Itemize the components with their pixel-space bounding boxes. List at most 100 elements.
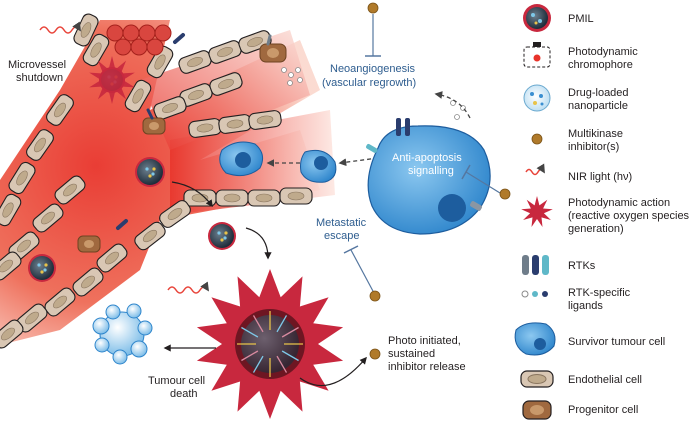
inhibitor-molecule-mid <box>369 290 381 302</box>
microvessel-label-2: shutdown <box>16 72 63 84</box>
legend-nanoparticle-label-1: Drug-loaded <box>568 87 629 99</box>
pmil-particle <box>208 222 236 250</box>
endothelial-cell <box>248 110 282 130</box>
neoangio-arrow <box>434 91 471 119</box>
legend-photodynamic-icon <box>521 196 553 227</box>
legend-chromophore-label-1: Photodynamic <box>568 46 638 58</box>
legend-multikinase-icon <box>531 133 543 145</box>
endothelial-cell <box>159 200 191 228</box>
metastatic-label-1: Metastatic <box>316 217 367 229</box>
pmil-particle <box>135 157 165 187</box>
endothelial-cell <box>247 189 281 207</box>
legend-nir-label: NIR light (hν) <box>568 171 632 183</box>
legend-chromophore-icon <box>523 42 551 68</box>
nir-light-wave-top <box>39 21 81 34</box>
antiapoptosis-label-1: Anti-apoptosis <box>392 152 462 164</box>
endothelial-cell <box>124 79 152 113</box>
endothelial-cell <box>32 203 64 233</box>
legend-pdt-label-3: generation) <box>568 223 624 235</box>
death-label-2: death <box>170 388 198 400</box>
legend-rtks-icon <box>522 255 549 275</box>
endothelial-cell <box>44 287 76 317</box>
endothelial-cell <box>146 45 174 79</box>
antiapoptosis-inhibition-bar <box>461 164 471 180</box>
endothelial-cell <box>279 187 313 205</box>
neoangio-label-2: (vascular regrowth) <box>322 77 416 89</box>
legend-pdt-label-1: Photodynamic action <box>568 197 670 209</box>
photo-release-label-2: sustained <box>388 348 435 360</box>
endothelial-cell <box>179 83 213 107</box>
legend-rtks-label: RTKs <box>568 260 596 272</box>
survivor-tumour-cell-large <box>366 118 491 235</box>
legend-multikinase-label-1: Multikinase <box>568 128 623 140</box>
metastatic-label-2: escape <box>324 230 359 242</box>
rtk-receptors-vessel <box>116 33 272 230</box>
endothelial-cell <box>96 243 128 273</box>
legend-nir-icon <box>525 163 545 176</box>
endothelial-cell <box>8 161 36 195</box>
legend-ligands-icon <box>521 290 548 298</box>
metastatic-cell-right <box>300 149 337 183</box>
endothelial-cell <box>178 50 212 74</box>
endothelial-cell <box>183 189 217 207</box>
legend-endothelial-icon <box>520 370 554 388</box>
red-blood-cells <box>106 24 172 56</box>
microvessel-label-1: Microvessel <box>8 59 66 71</box>
survivor-to-metastatic-arrow <box>338 157 379 167</box>
photodynamic-action-burst-large <box>196 269 344 419</box>
endothelial-cell <box>188 118 222 138</box>
legend-multikinase-label-2: inhibitor(s) <box>568 141 619 153</box>
metastatic-inhibition-line <box>350 249 375 294</box>
endothelial-cell <box>46 94 74 126</box>
flow-arrow-2 <box>245 227 272 260</box>
photo-release-label-1: Photo initiated, <box>388 335 461 347</box>
endothelial-cell <box>16 303 48 333</box>
inhibitor-molecule-right <box>499 188 511 200</box>
metastatic-cell-left <box>219 141 264 177</box>
legend-endothelial-label: Endothelial cell <box>568 374 642 386</box>
endothelial-cell <box>153 96 187 120</box>
endothelial-cell <box>72 267 104 297</box>
endothelial-cell <box>73 13 99 47</box>
legend-chromophore-label-2: chromophore <box>568 59 633 71</box>
endothelial-cell <box>0 251 22 281</box>
metastatic-inhibition-bar <box>343 245 359 254</box>
legend-pmil-label: PMIL <box>568 13 594 25</box>
legend-survivor-icon <box>514 322 556 356</box>
antiapoptosis-label-2: signalling <box>408 165 454 177</box>
death-label-1: Tumour cell <box>148 375 205 387</box>
endothelial-cells <box>0 13 313 349</box>
inhibitor-molecule-top <box>367 2 379 14</box>
legend: PMIL Photodynamic chromophore Drug-loade… <box>514 4 690 420</box>
dying-tumour-cell <box>92 303 153 365</box>
photo-release-label-3: inhibitor release <box>388 361 466 373</box>
release-arrow <box>299 356 367 387</box>
flow-arrow-1 <box>171 181 213 208</box>
legend-ligands-label-1: RTK-specific <box>568 287 631 299</box>
pmil-particle <box>28 254 56 282</box>
endothelial-cell <box>82 33 110 67</box>
endothelial-cell <box>215 189 249 207</box>
endothelial-cell <box>134 221 166 251</box>
endothelial-cell <box>0 193 22 227</box>
endothelial-cell <box>54 175 86 205</box>
legend-nanoparticle-icon <box>523 84 551 112</box>
microvessel-shutdown-burst <box>89 56 135 104</box>
ligand-dots-top <box>281 67 303 86</box>
endothelial-cell <box>209 72 243 96</box>
legend-progenitor-icon <box>522 400 552 420</box>
legend-pmil-icon <box>523 4 551 32</box>
legend-pdt-label-2: (reactive oxygen species <box>568 210 690 222</box>
endothelial-cell <box>218 114 252 134</box>
nir-light-wave-bottom <box>167 281 209 294</box>
endothelial-cell <box>26 129 54 161</box>
legend-progenitor-label: Progenitor cell <box>568 404 638 416</box>
ligand-dots-survivor <box>450 100 466 120</box>
inhibitor-molecule-release <box>369 348 381 360</box>
antiapoptosis-inhibition-line <box>465 171 501 194</box>
legend-nanoparticle-label-2: nanoparticle <box>568 100 628 112</box>
legend-ligands-label-2: ligands <box>568 300 603 312</box>
endothelial-cell <box>0 319 24 349</box>
progenitor-cells <box>77 43 287 253</box>
